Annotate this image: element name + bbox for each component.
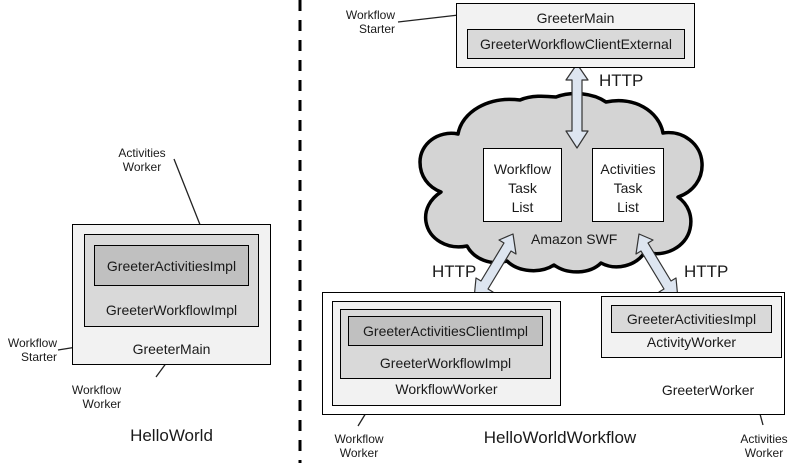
annot-left-workflow-starter: Workflow Starter [7, 336, 57, 364]
http-label-top: HTTP [599, 71, 644, 90]
annot-right-workflow-starter: Workflow Starter [345, 8, 395, 36]
left-greeteractivitiesimpl-box: GreeterActivitiesImpl [94, 245, 249, 286]
right-panel-caption: HelloWorldWorkflow [483, 428, 637, 447]
greeterworker-label: GreeterWorker [661, 382, 755, 398]
annot-right-workflow-worker: Workflow Worker [334, 432, 384, 460]
left-greeteractivitiesimpl-label: GreeterActivitiesImpl [106, 258, 237, 274]
greeteractivitiesclientimpl-box: GreeterActivitiesClientImpl [348, 316, 543, 346]
annot-left-activities-worker: Activities Worker [118, 146, 166, 174]
greeterworkflowclientexternal-box: GreeterWorkflowClientExternal [467, 29, 685, 59]
amazon-swf-label: Amazon SWF [531, 231, 618, 247]
right-greetermain-label: GreeterMain [536, 10, 615, 26]
workflowworker-label: WorkflowWorker [395, 381, 498, 397]
right-greeteractivitiesimpl-box: GreeterActivitiesImpl [611, 305, 772, 333]
annot-left-workflow-worker: Workflow Worker [71, 383, 121, 411]
activityworker-label: ActivityWorker [646, 334, 737, 350]
right-greeteractivitiesimpl-label: GreeterActivitiesImpl [626, 311, 757, 327]
http-label-bottom-right: HTTP [684, 262, 729, 281]
left-panel-caption: HelloWorld [130, 426, 213, 445]
annot-right-activities-worker: Activities Worker [740, 432, 788, 460]
greeteractivitiesclientimpl-label: GreeterActivitiesClientImpl [363, 323, 528, 339]
right-greeterworkflowimpl-label: GreeterWorkflowImpl [379, 355, 512, 371]
greeterworkflowclientexternal-label: GreeterWorkflowClientExternal [480, 36, 672, 52]
http-label-bottom-left: HTTP [432, 262, 477, 281]
